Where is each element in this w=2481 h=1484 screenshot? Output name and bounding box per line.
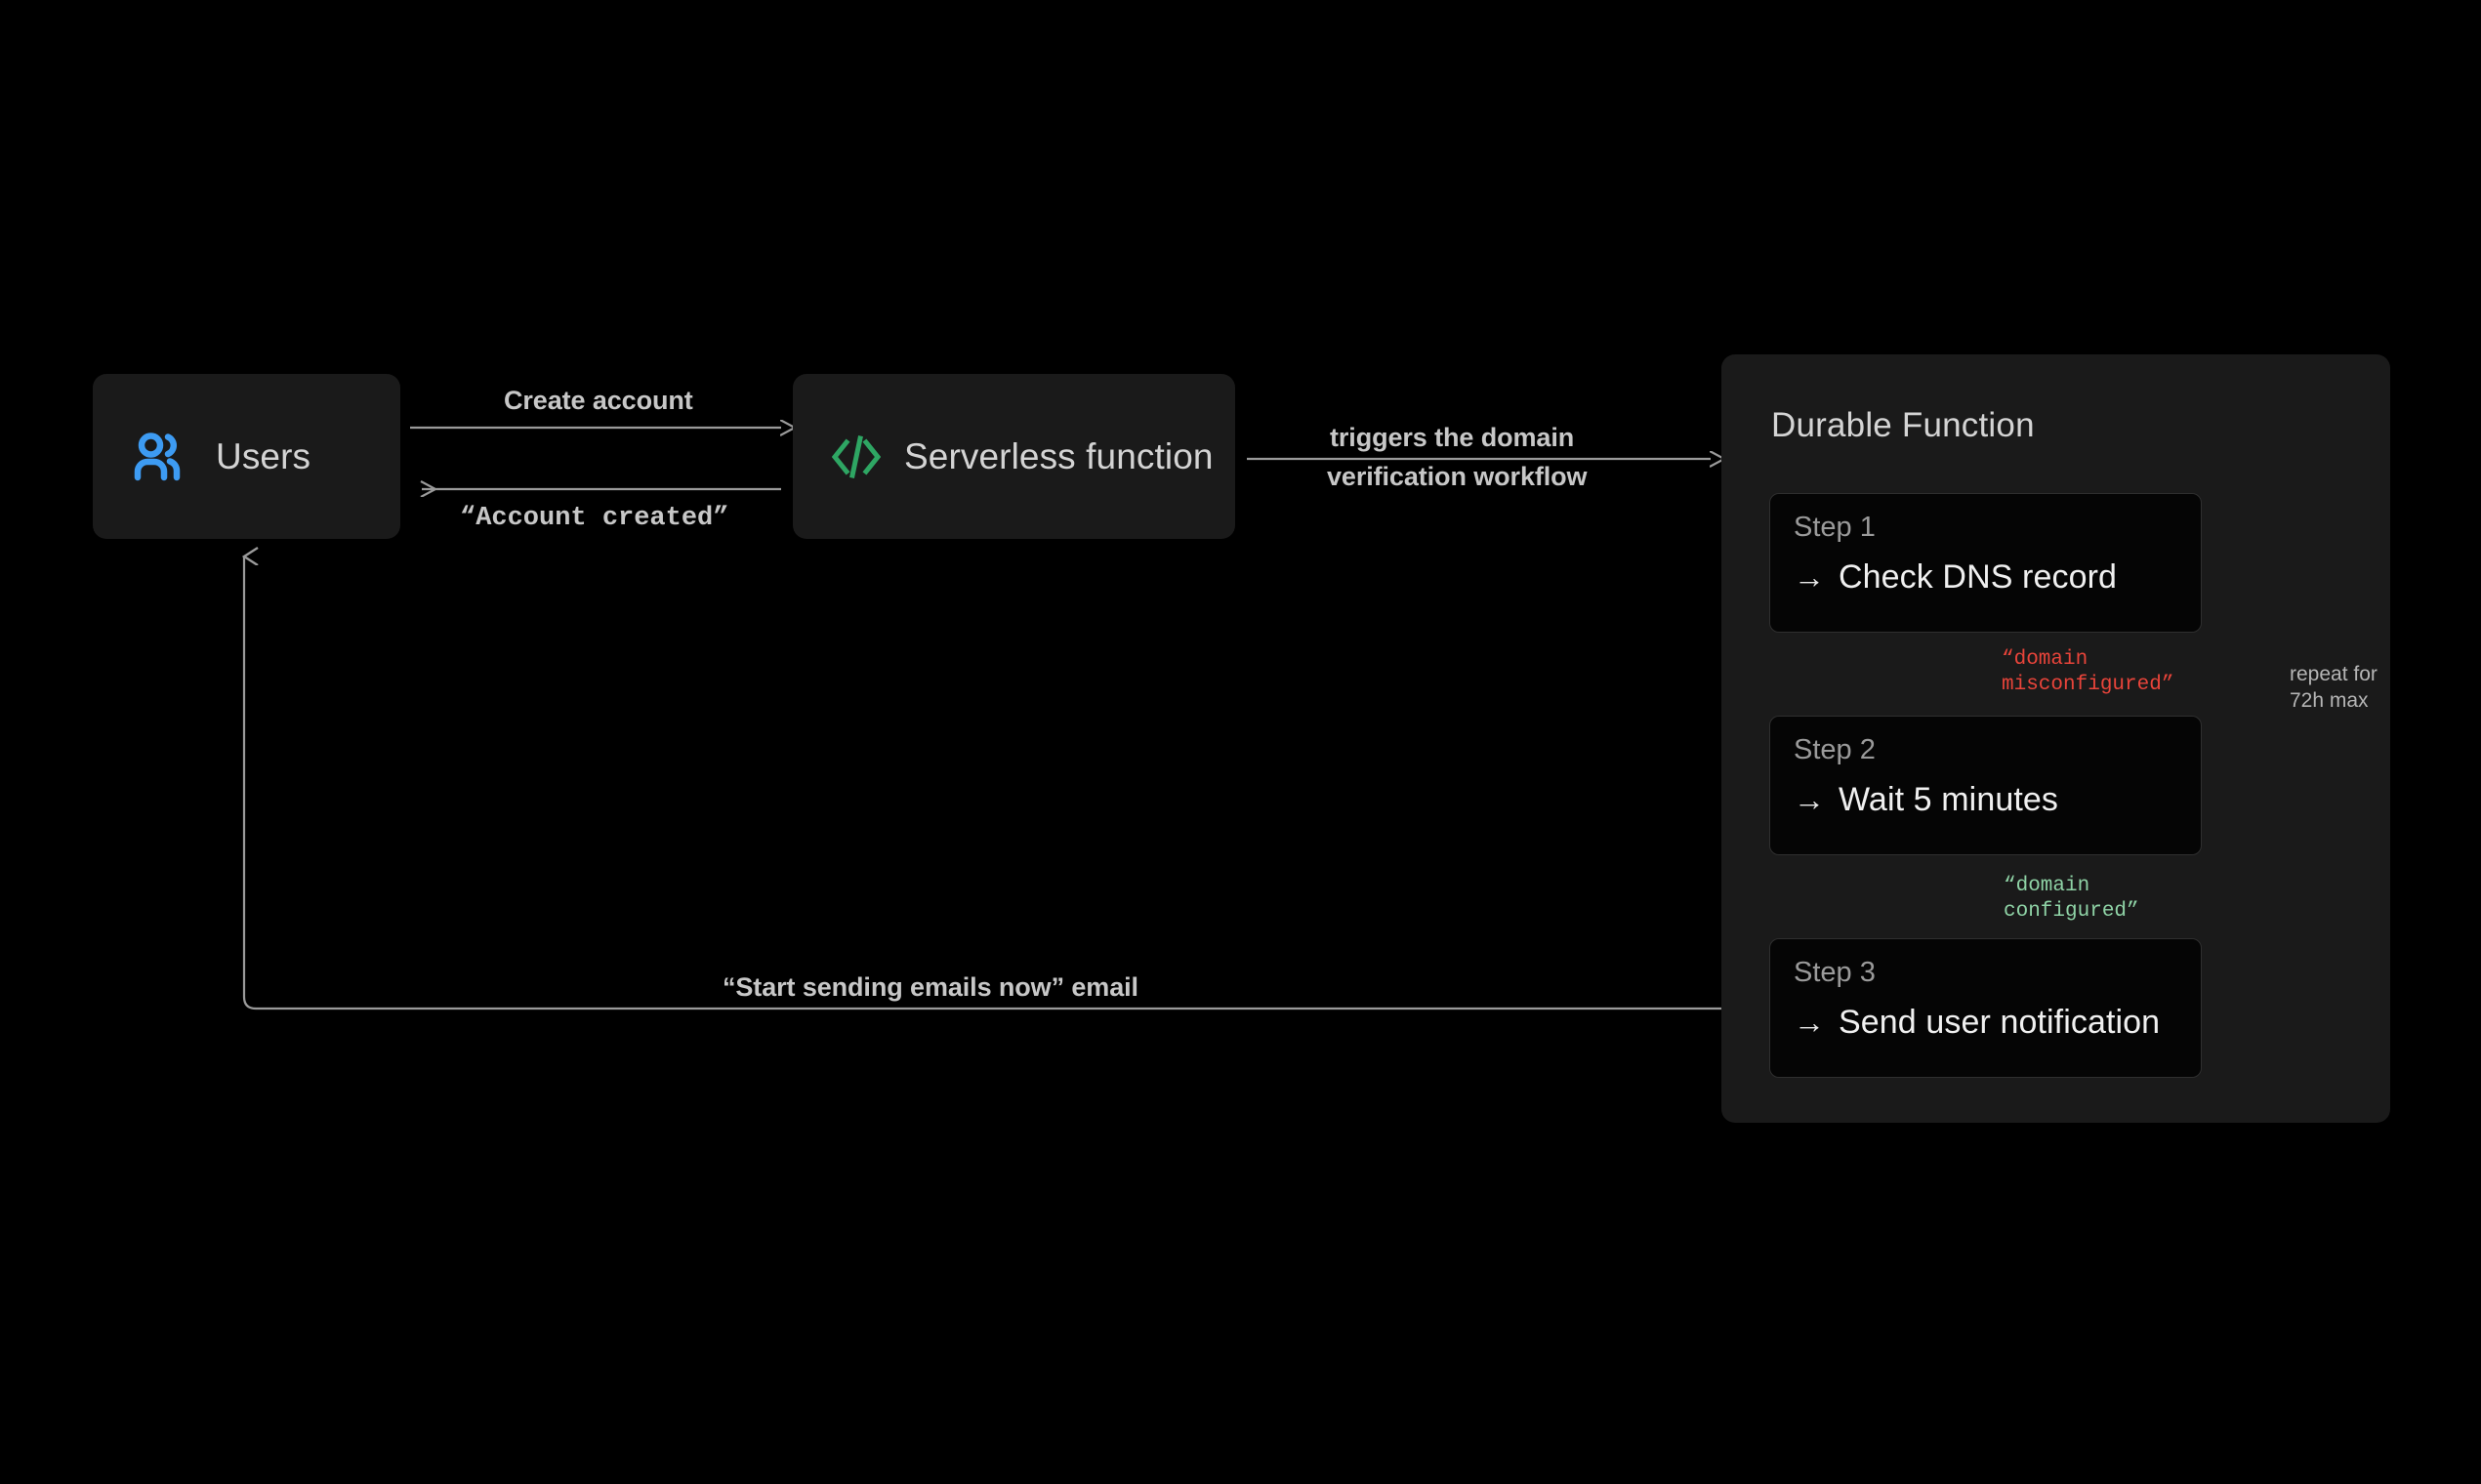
step-1-body: → Check DNS record	[1794, 558, 2117, 597]
step-card-2[interactable]: Step 2 → Wait 5 minutes	[1769, 716, 2202, 855]
edge-start-sending-emails	[244, 556, 1769, 1010]
node-users[interactable]: Users	[93, 374, 400, 539]
arrow-right-icon: →	[1794, 781, 1825, 817]
users-icon	[134, 432, 190, 482]
step-2-text: Wait 5 minutes	[1839, 781, 2058, 818]
node-serverless-function[interactable]: Serverless function	[793, 374, 1235, 539]
step-2-body: → Wait 5 minutes	[1794, 781, 2058, 819]
arrow-right-icon: →	[1794, 1004, 1825, 1040]
edge-label-account-created: “Account created”	[460, 504, 729, 533]
step-1-index: Step 1	[1794, 512, 1876, 543]
step-1-text: Check DNS record	[1839, 558, 2118, 596]
transition-label-domain-misconfigured: “domain misconfigured”	[2002, 648, 2174, 696]
loop-note-repeat-72h: repeat for 72h max	[2290, 663, 2378, 712]
edge-label-create-account: Create account	[504, 386, 693, 415]
step-3-text: Send user notification	[1839, 1004, 2161, 1041]
transition-label-domain-configured: “domain configured”	[2004, 875, 2139, 923]
step-card-3[interactable]: Step 3 → Send user notification	[1769, 938, 2202, 1078]
step-3-index: Step 3	[1794, 957, 1876, 988]
step-2-index: Step 2	[1794, 734, 1876, 765]
durable-function-title: Durable Function	[1771, 406, 2035, 444]
serverless-function-label: Serverless function	[904, 435, 1214, 476]
users-label: Users	[216, 435, 311, 476]
step-3-body: → Send user notification	[1794, 1004, 2160, 1042]
arrow-right-icon: →	[1794, 558, 1825, 595]
panel-durable-function: Durable Function Step 1 → Check DNS reco…	[1721, 354, 2390, 1123]
step-card-1[interactable]: Step 1 → Check DNS record	[1769, 493, 2202, 633]
edge-label-start-sending-emails: “Start sending emails now” email	[723, 972, 1138, 1002]
code-brackets-icon	[832, 434, 881, 478]
edge-label-triggers-line-2: verification workflow	[1327, 462, 1588, 491]
edge-label-triggers-line-1: triggers the domain	[1330, 423, 1575, 452]
